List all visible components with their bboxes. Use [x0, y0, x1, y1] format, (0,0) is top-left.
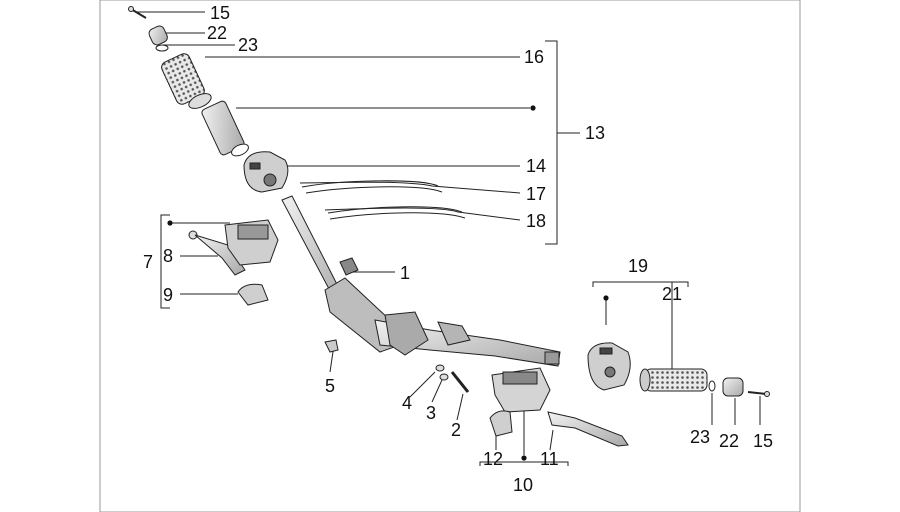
callout-22-bottom: 22 [719, 431, 740, 451]
callout-11: 11 [540, 449, 559, 469]
callout-19: 19 [628, 256, 649, 276]
left-grip-parts [128, 6, 249, 157]
callout-15-top: 15 [210, 3, 231, 23]
callout-23-bottom: 23 [690, 427, 711, 447]
callout-12: 12 [483, 449, 504, 469]
callout-7: 7 [143, 252, 154, 272]
callout-5: 5 [325, 376, 336, 396]
left-brake-assembly [188, 219, 279, 306]
callout-2: 2 [451, 420, 462, 440]
callout-9: 9 [163, 285, 174, 305]
callout-8: 8 [163, 246, 174, 266]
callout-3: 3 [426, 403, 437, 423]
callout-23-top: 23 [238, 35, 259, 55]
handlebar [281, 195, 561, 367]
callout-10: 10 [513, 475, 534, 495]
fasteners [324, 339, 470, 393]
image-frame [99, 0, 801, 512]
callout-18: 18 [526, 211, 547, 231]
right-brake-assembly [489, 367, 629, 447]
right-switch-housing [587, 342, 631, 391]
callout-17: 17 [526, 184, 547, 204]
callout-21: 21 [662, 284, 683, 304]
callout-4: 4 [402, 393, 413, 413]
cables [301, 180, 466, 220]
callout-1: 1 [400, 263, 411, 283]
left-switch-housing [243, 151, 289, 193]
callout-16: 16 [524, 47, 545, 67]
callout-22-top: 22 [207, 23, 228, 43]
callout-14: 14 [526, 156, 547, 176]
leader-dots [167, 105, 609, 461]
callout-13: 13 [585, 123, 606, 143]
callout-15-bottom: 15 [753, 431, 774, 451]
right-grip-parts [639, 368, 770, 397]
